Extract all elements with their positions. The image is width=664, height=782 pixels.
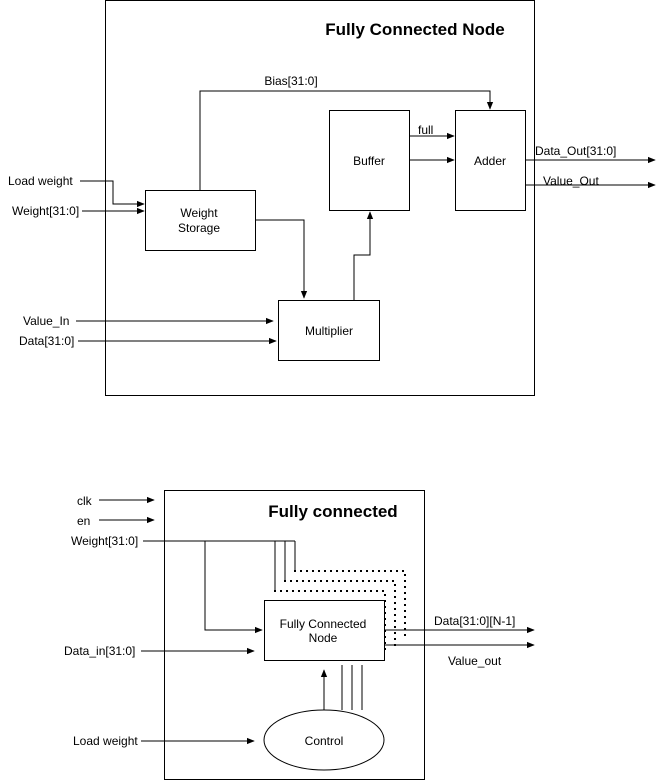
control-label: Control [305,734,344,748]
fc-weight-to-node-wire [204,541,263,634]
fc-node-label-line2: Node [309,631,338,645]
fc-load-weight-label: Load weight [73,734,138,748]
value-out-label: Value_Out [543,174,599,188]
adder-label: Adder [474,154,506,168]
bias-wire [199,90,494,190]
weight-storage-label-line1: Weight [180,206,218,220]
load-weight-label: Load weight [8,174,73,188]
bias-label: Bias[31:0] [264,74,317,88]
data-in-label: Data_in[31:0] [64,644,135,658]
buffer-block [329,110,410,211]
multiplier-label: Multiplier [305,324,353,338]
multiplier-block [278,300,380,361]
fc-data-out-label: Data[31:0][N-1] [434,614,515,628]
data-input-label: Data[31:0] [19,334,74,348]
data-out-label: Data_Out[31:0] [535,144,616,158]
weight-storage-block [145,190,256,251]
fc-node-label-line1: Fully Connected [280,617,367,631]
control-block [263,709,385,771]
full-label: full [418,123,433,137]
en-label: en [77,514,90,528]
stacked-node-dots-3 [294,570,406,636]
load-weight-wire [80,180,145,208]
fc-title: Fully connected [268,502,397,521]
clk-label: clk [77,494,93,508]
weight-input-label: Weight[31:0] [12,204,79,218]
control-fanout-wires [341,665,363,710]
weight-storage-label-line2: Storage [178,221,220,235]
fc-node-block [264,600,385,661]
value-in-label: Value_In [23,314,69,328]
fully-connected-node-diagram: Fully Connected Node Weight Storage Buff… [8,0,656,396]
multiplier-to-buffer-wire [353,211,374,300]
buffer-label: Buffer [353,154,385,168]
fc-value-out-label: Value_out [448,654,502,668]
fc-weight-label: Weight[31:0] [71,534,138,548]
weight-fanout-wires [274,541,296,590]
adder-block [455,110,526,211]
node-title: Fully Connected Node [325,20,504,39]
weight-to-multiplier-wire [255,219,308,299]
stacked-node-dots-2 [284,580,396,650]
fully-connected-diagram: Fully connected Fully Connected Node Con… [64,490,535,780]
